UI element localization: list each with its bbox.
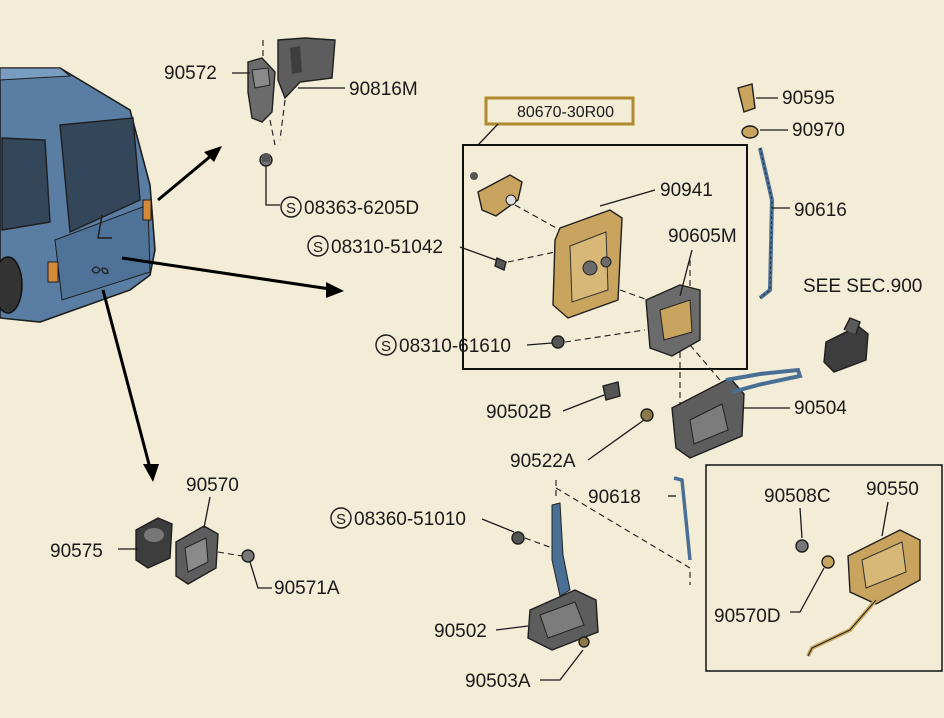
part-label-90605M: 90605M xyxy=(668,226,737,247)
part-label-90970: 90970 xyxy=(792,120,845,141)
standard-part-symbol: S xyxy=(286,200,296,217)
part-label-90572: 90572 xyxy=(164,63,217,84)
part-number-box xyxy=(484,96,635,126)
hinge-bracket-group xyxy=(247,37,336,167)
handle-assembly-frame xyxy=(462,144,748,370)
standard-part-symbol: S xyxy=(381,338,391,355)
part-label-90503A: 90503A xyxy=(465,671,531,692)
part-label-90595: 90595 xyxy=(782,88,835,109)
std-part-08310-61610: S 08310-61610 xyxy=(375,334,553,357)
part-label-90522A: 90522A xyxy=(510,451,576,472)
latch-90504-group xyxy=(602,344,803,459)
part-label-90502: 90502 xyxy=(434,621,487,642)
actuator-group xyxy=(795,529,921,657)
part-label-08363-6205D: 08363-6205D xyxy=(304,198,419,219)
reference-note-see-sec-900: SEE SEC.900 xyxy=(803,276,922,297)
part-label-90575: 90575 xyxy=(50,541,103,562)
part-label-08360-51010: 08360-51010 xyxy=(354,509,466,530)
part-label-90570D: 90570D xyxy=(714,606,781,627)
part-label-08310-51042: 08310-51042 xyxy=(331,237,443,258)
part-label-90504: 90504 xyxy=(794,398,847,419)
callout-arrows xyxy=(101,146,344,482)
part-label-90816M: 90816M xyxy=(349,79,418,100)
part-label-90570: 90570 xyxy=(186,475,239,496)
std-part-08363: S 08363-6205D xyxy=(265,166,419,219)
part-label-90941: 90941 xyxy=(660,180,713,201)
sec-900-part xyxy=(823,317,869,373)
part-label-90616: 90616 xyxy=(794,200,847,221)
std-part-08310-51042: S 08310-51042 xyxy=(307,235,497,261)
lower-lock-group xyxy=(511,476,692,651)
part-label-08310-61610: 08310-61610 xyxy=(399,336,511,357)
van-rear-illustration xyxy=(0,67,156,323)
part-number-80670-30R00: 80670-30R00 xyxy=(517,104,614,121)
lock-rod-group xyxy=(737,83,775,300)
standard-part-symbol: S xyxy=(336,511,346,528)
striker-group xyxy=(135,517,255,585)
part-label-90502B: 90502B xyxy=(486,402,552,423)
actuator-frame xyxy=(705,464,943,672)
part-label-90618: 90618 xyxy=(588,487,641,508)
part-label-90571A: 90571A xyxy=(274,578,340,599)
std-part-08360-51010: S 08360-51010 xyxy=(330,507,515,533)
part-label-90550: 90550 xyxy=(866,479,919,500)
part-label-90508C: 90508C xyxy=(764,486,831,507)
handle-assembly-parts xyxy=(470,172,701,357)
standard-part-symbol: S xyxy=(313,239,323,256)
